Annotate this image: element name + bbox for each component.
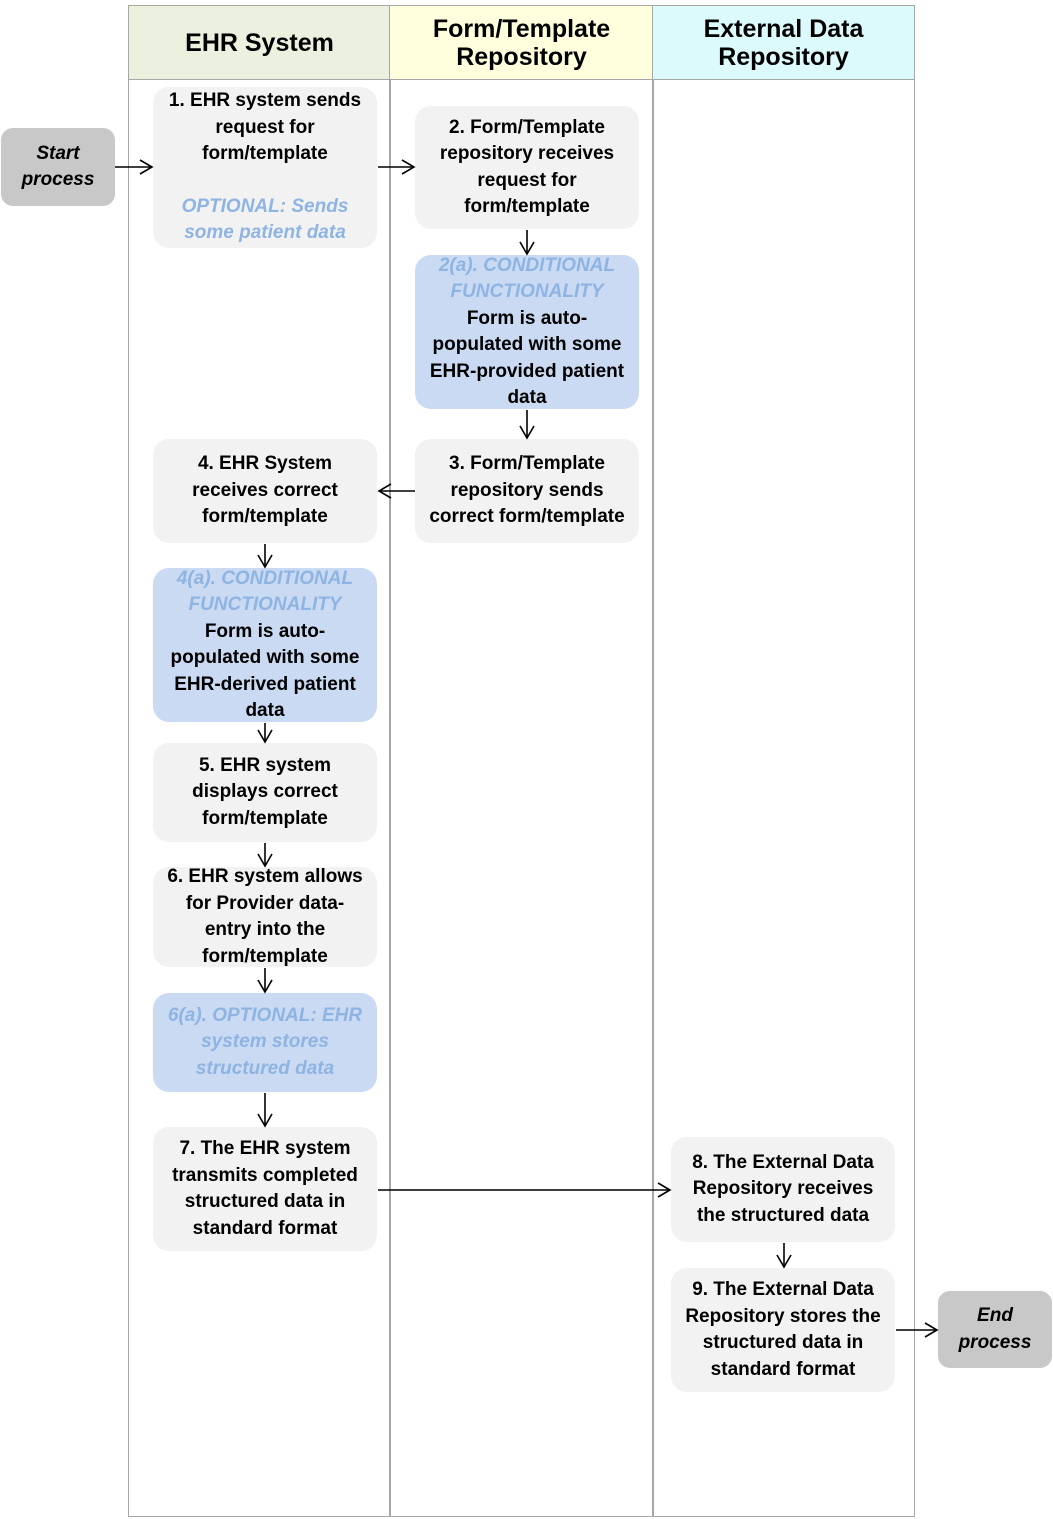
lane-header-external-data-repository: External Data Repository [653,6,914,80]
step-5: 5. EHR system displays correct form/temp… [153,743,377,842]
step-1-text: 1. EHR system sends request for form/tem… [168,90,362,165]
step-6a-optional-note: 6(a). OPTIONAL: EHR system stores struct… [167,1004,363,1079]
lane-ehr-system: EHR System [128,5,391,1517]
step-4-text: 4. EHR System receives correct form/temp… [192,453,338,528]
lane-title-ehr-system: EHR System [185,28,334,57]
step-1-optional-note: OPTIONAL: Sends some patient data [181,195,349,244]
lane-header-ehr-system: EHR System [129,6,390,80]
lane-form-template-repository: Form/Template Repository [389,5,654,1517]
end-process-label: End process [958,1305,1032,1353]
step-2: 2. Form/Template repository receives req… [415,106,639,229]
step-4a: 4(a). CONDITIONAL FUNCTIONALITY Form is … [153,568,377,722]
end-process-terminal: End process [938,1291,1052,1368]
step-6: 6. EHR system allows for Provider data-e… [153,867,377,967]
start-process-label: Start process [21,142,95,191]
step-1: 1. EHR system sends request for form/tem… [153,87,377,248]
step-3: 3. Form/Template repository sends correc… [415,439,639,543]
step-9-text: 9. The External Data Repository stores t… [685,1279,881,1380]
step-2a-conditional-note: 2(a). CONDITIONAL FUNCTIONALITY [438,255,616,302]
step-2a-text: Form is auto-populated with some EHR-pro… [429,307,625,409]
step-8-text: 8. The External Data Repository receives… [692,1151,874,1226]
step-6-text: 6. EHR system allows for Provider data-e… [167,867,363,967]
lane-title-form-template-repository: Form/Template Repository [432,14,611,71]
step-5-text: 5. EHR system displays correct form/temp… [192,754,338,829]
step-4a-conditional-note: 4(a). CONDITIONAL FUNCTIONALITY [176,568,354,615]
lane-title-external-data-repository: External Data Repository [703,14,864,71]
step-4: 4. EHR System receives correct form/temp… [153,439,377,543]
step-4a-text: Form is auto-populated with some EHR-der… [170,620,360,722]
lane-header-form-template-repository: Form/Template Repository [390,6,653,80]
lane-external-data-repository: External Data Repository [652,5,915,1517]
step-6a: 6(a). OPTIONAL: EHR system stores struct… [153,993,377,1092]
step-7: 7. The EHR system transmits completed st… [153,1127,377,1251]
step-2a: 2(a). CONDITIONAL FUNCTIONALITY Form is … [415,255,639,409]
step-3-text: 3. Form/Template repository sends correc… [429,453,625,528]
start-process-terminal: Start process [1,128,115,206]
step-8: 8. The External Data Repository receives… [671,1137,895,1242]
step-2-text: 2. Form/Template repository receives req… [439,116,615,218]
step-7-text: 7. The EHR system transmits completed st… [172,1138,358,1239]
step-9: 9. The External Data Repository stores t… [671,1268,895,1392]
